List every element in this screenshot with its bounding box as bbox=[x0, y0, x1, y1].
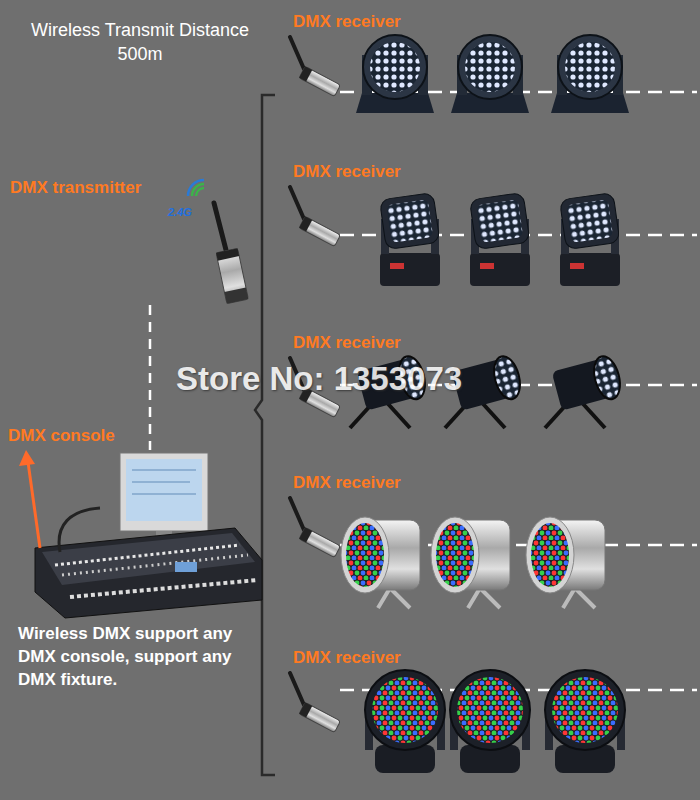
node-heading: DMX transmitter bbox=[10, 178, 141, 198]
node-heading: DMX receiver bbox=[293, 648, 401, 668]
bracket bbox=[255, 95, 275, 775]
device-node: DMX receiver bbox=[285, 190, 340, 250]
device-node: DMX transmitter bbox=[140, 200, 255, 305]
wifi-icon bbox=[188, 180, 204, 196]
device-node: DMX receiver bbox=[285, 676, 340, 736]
pointer-arrow bbox=[19, 450, 40, 548]
watermark: Store No: 1353073 bbox=[176, 360, 462, 398]
node-heading: DMX receiver bbox=[293, 473, 401, 493]
transmitter-device bbox=[214, 203, 248, 304]
node-heading: DMX receiver bbox=[293, 12, 401, 32]
note-text: Wireless DMX support any DMX console, su… bbox=[18, 622, 263, 691]
note-text: 2.4G bbox=[168, 206, 192, 218]
wireless-link bbox=[149, 305, 152, 450]
console-illustration bbox=[35, 453, 262, 618]
node-heading: DMX console bbox=[8, 426, 115, 446]
note-text: Wireless Transmit Distance 500m bbox=[15, 18, 265, 66]
node-heading: DMX receiver bbox=[293, 333, 401, 353]
device-node: DMX receiver bbox=[285, 501, 340, 561]
node-heading: DMX receiver bbox=[293, 162, 401, 182]
device-node: DMX console bbox=[30, 450, 265, 620]
device-node: DMX receiver bbox=[285, 40, 340, 100]
